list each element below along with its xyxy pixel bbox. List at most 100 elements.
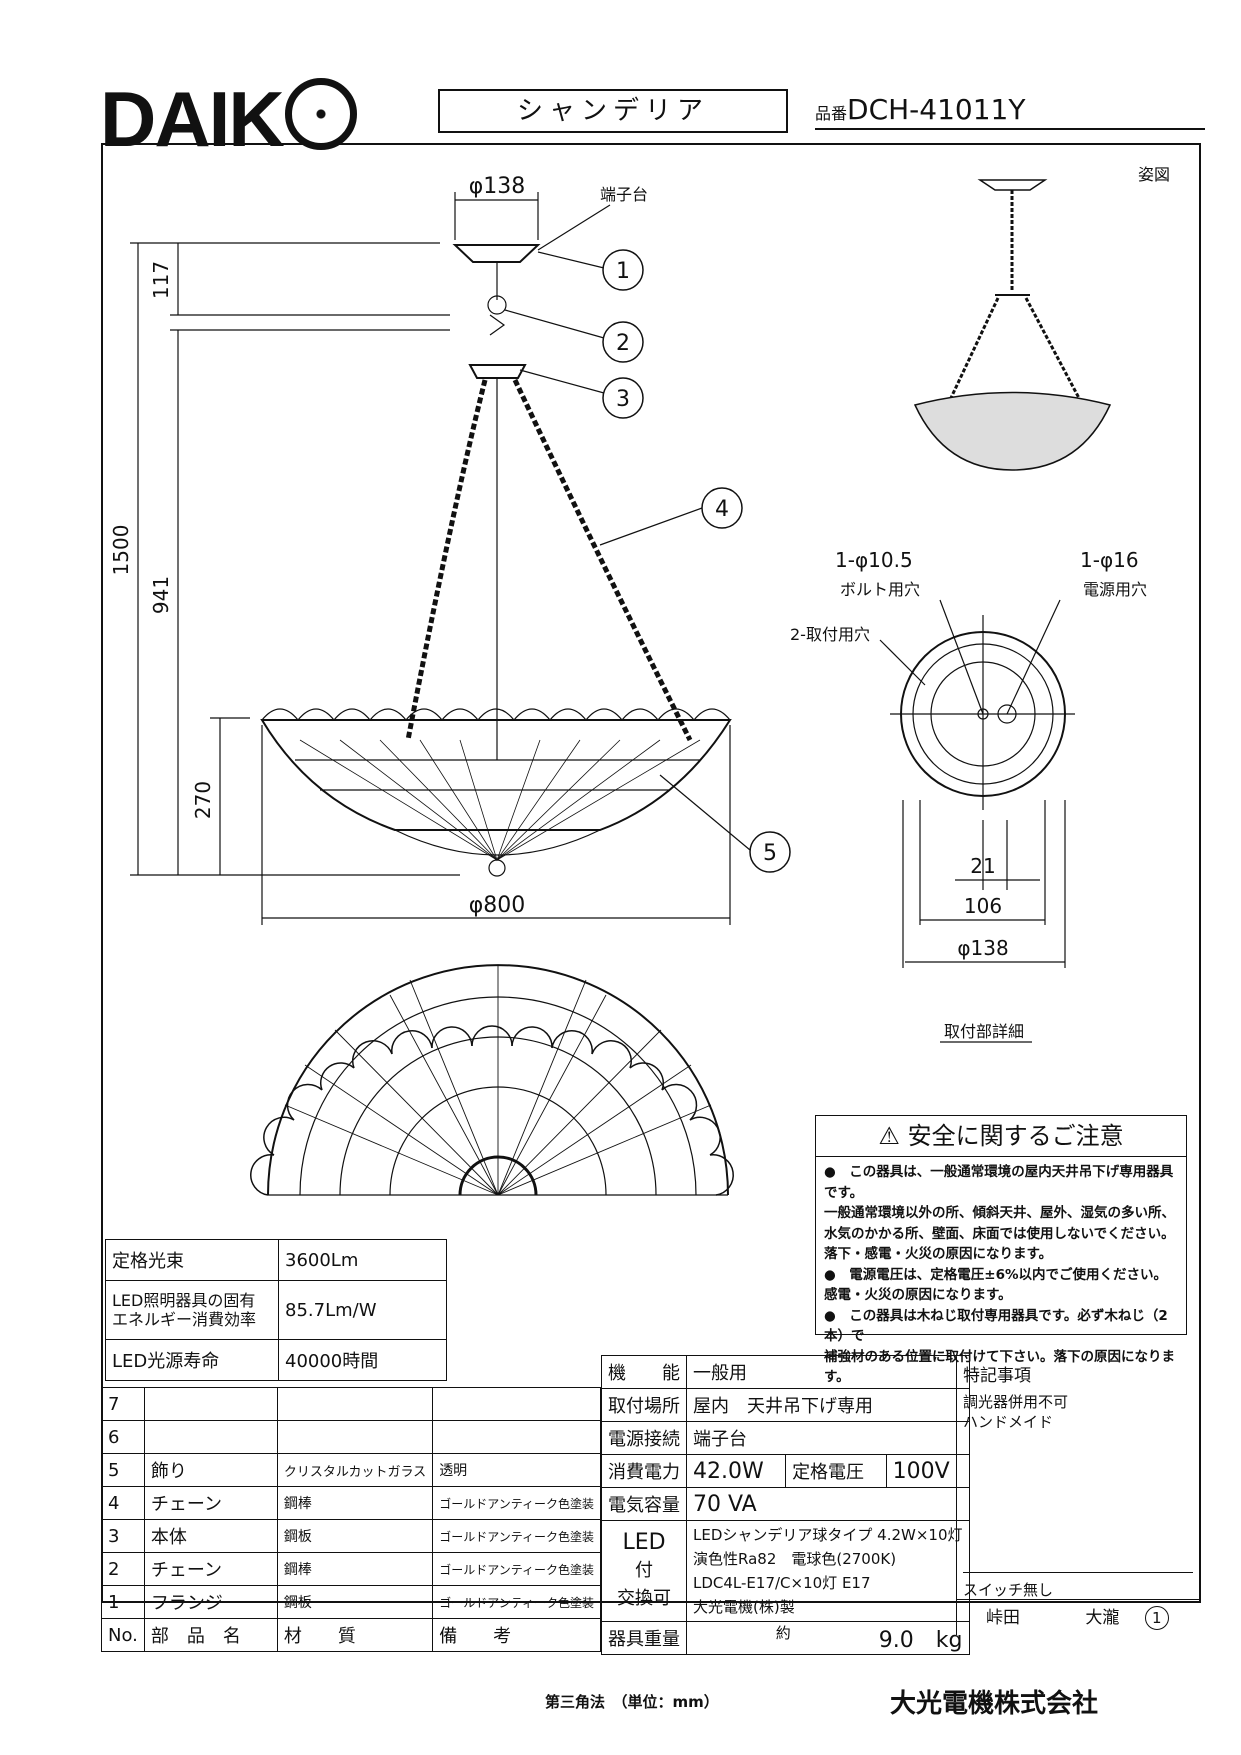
safety-line: ● 電源電圧は、定格電圧±6%以内でご使用ください。 <box>824 1266 1168 1283</box>
led-line: LEDシャンデリア球タイプ 4.2W×10灯 <box>693 1526 963 1544</box>
header-note: 備 考 <box>432 1618 601 1652</box>
dim-138b: φ138 <box>957 936 1008 960</box>
part-name <box>143 1387 278 1421</box>
dim-1500: 1500 <box>109 525 133 576</box>
hole-power-size: 1-φ16 <box>1080 548 1139 572</box>
safety-line: ● この器具は、一般通常環境の屋内天井吊下げ専用器具です。 <box>824 1164 1174 1201</box>
company-name: 大光電機株式会社 <box>890 1689 1099 1719</box>
safety-line: ● この器具は木ねじ取付専用器具です。必ず木ねじ（2本）で <box>824 1307 1168 1345</box>
part-material: 鋼板 <box>276 1585 434 1619</box>
led-label-1: LED <box>622 1530 666 1555</box>
note-line: 調光器併用不可 <box>963 1393 1069 1411</box>
part-material: クリスタルカットガラス <box>276 1453 434 1487</box>
safety-notice: ⚠ 安全に関するご注意 ● この器具は、一般通常環境の屋内天井吊下げ専用器具です… <box>815 1115 1187 1385</box>
brand-logo: DAIK <box>100 78 357 158</box>
product-type-box: シャンデリア <box>438 89 788 133</box>
led-line: LDC4L-E17/C×10灯 E17 <box>693 1574 871 1592</box>
part-no: 7 <box>101 1387 145 1421</box>
table-row: 取付場所屋内 天井吊下げ専用 <box>601 1388 970 1422</box>
table-row: 器具重量約 9.0 kg <box>601 1621 970 1655</box>
signature-2: 大瀧 <box>1085 1608 1120 1628</box>
callout-5: 5 <box>763 841 777 866</box>
warning-triangle-icon: ⚠ <box>878 1122 900 1150</box>
table-row: 機 能一般用 <box>601 1355 970 1389</box>
table-row: LED光源寿命 40000時間 <box>105 1339 447 1381</box>
lum-label: LED光源寿命 <box>105 1339 279 1381</box>
part-material: 鋼板 <box>276 1519 434 1553</box>
part-note <box>432 1420 601 1454</box>
notes-title: 特記事項 <box>963 1366 1031 1386</box>
part-note: 透明 <box>432 1453 601 1487</box>
safety-line: 感電・火災の原因になります。 <box>824 1287 1012 1303</box>
part-name: 飾り <box>143 1453 278 1487</box>
sheet-number: 1 <box>1144 1606 1169 1630</box>
spec-value: 約 9.0 kg <box>686 1621 970 1655</box>
part-name <box>143 1420 278 1454</box>
led-label-2: 付 <box>635 1560 653 1581</box>
header-name: 部 品 名 <box>143 1618 278 1652</box>
table-row: 7 <box>101 1387 601 1421</box>
callout-4: 4 <box>715 497 729 522</box>
spec-label: 電気容量 <box>601 1487 687 1521</box>
safety-title: 安全に関するご注意 <box>907 1122 1124 1150</box>
part-name: フランジ <box>143 1585 278 1619</box>
hole-bolt-size: 1-φ10.5 <box>835 548 913 572</box>
part-note: ゴールドアンティーク色塗装 <box>432 1519 601 1553</box>
part-material: 鋼棒 <box>276 1552 434 1586</box>
table-row: 定格光束 3600Lm <box>105 1239 447 1281</box>
hole-power-label: 電源用穴 <box>1083 580 1147 599</box>
spec-value: 70 VA <box>686 1487 970 1521</box>
part-material: 鋼棒 <box>276 1486 434 1520</box>
part-name: チェーン <box>143 1552 278 1586</box>
safety-line: 一般通常環境以外の所、傾斜天井、屋外、湿気の多い所、 <box>824 1205 1175 1221</box>
hole-mount-label: 2-取付用穴 <box>790 625 870 644</box>
part-label: 品番 <box>815 104 848 123</box>
spec-label: 定格電圧 <box>785 1454 887 1488</box>
table-row: 電源接続端子台 <box>601 1421 970 1455</box>
notes-box: 特記事項 調光器併用不可 ハンドメイド スイッチ無し 峠田 大瀧 1 <box>956 1357 1200 1635</box>
part-number: 品番DCH-41011Y <box>815 92 1205 130</box>
part-number-value: DCH-41011Y <box>847 93 1026 126</box>
spec-value: 屋内 天井吊下げ専用 <box>686 1388 970 1422</box>
part-name: チェーン <box>143 1486 278 1520</box>
note-line: ハンドメイド <box>963 1413 1054 1431</box>
part-note <box>432 1387 601 1421</box>
part-material <box>276 1420 434 1454</box>
part-note: ゴールドアンティーク色塗装 <box>432 1585 601 1619</box>
table-row: 6 <box>101 1420 601 1454</box>
led-label-3: 交換可 <box>617 1588 671 1609</box>
dim-941: 941 <box>149 576 173 614</box>
dim-117: 117 <box>149 261 173 299</box>
safety-line: 落下・感電・火災の原因になります。 <box>824 1246 1053 1262</box>
callout-3: 3 <box>616 387 630 412</box>
spec-label: 機 能 <box>601 1355 687 1389</box>
luminous-table: 定格光束 3600Lm LED照明器具の固有エネルギー消費効率 85.7Lm/W… <box>105 1239 447 1381</box>
lum-value: 40000時間 <box>278 1339 447 1381</box>
hole-bolt-label: ボルト用穴 <box>840 580 920 599</box>
part-no: 6 <box>101 1420 145 1454</box>
lum-value: 3600Lm <box>278 1239 447 1281</box>
spec-value: 一般用 <box>686 1355 970 1389</box>
dim-21: 21 <box>970 854 995 878</box>
spec-label: 消費電力 <box>601 1454 687 1488</box>
lum-label-line2: エネルギー消費効率 <box>112 1310 257 1329</box>
spec-value: 端子台 <box>686 1421 970 1455</box>
terminal-label: 端子台 <box>600 185 648 204</box>
lum-label-line1: LED照明器具の固有 <box>112 1291 256 1310</box>
dim-top-dia: φ138 <box>469 174 526 199</box>
sun-logo-icon <box>284 78 357 150</box>
part-no: 2 <box>101 1552 145 1586</box>
switch-note: スイッチ無し <box>963 1572 1193 1600</box>
lum-label: 定格光束 <box>105 1239 279 1281</box>
part-no: 3 <box>101 1519 145 1553</box>
safety-body: ● この器具は、一般通常環境の屋内天井吊下げ専用器具です。 一般通常環境以外の所… <box>816 1157 1186 1393</box>
led-line: 演色性Ra82 電球色(2700K) <box>693 1550 897 1568</box>
led-spec: LEDシャンデリア球タイプ 4.2W×10灯演色性Ra82 電球色(2700K)… <box>686 1520 970 1622</box>
